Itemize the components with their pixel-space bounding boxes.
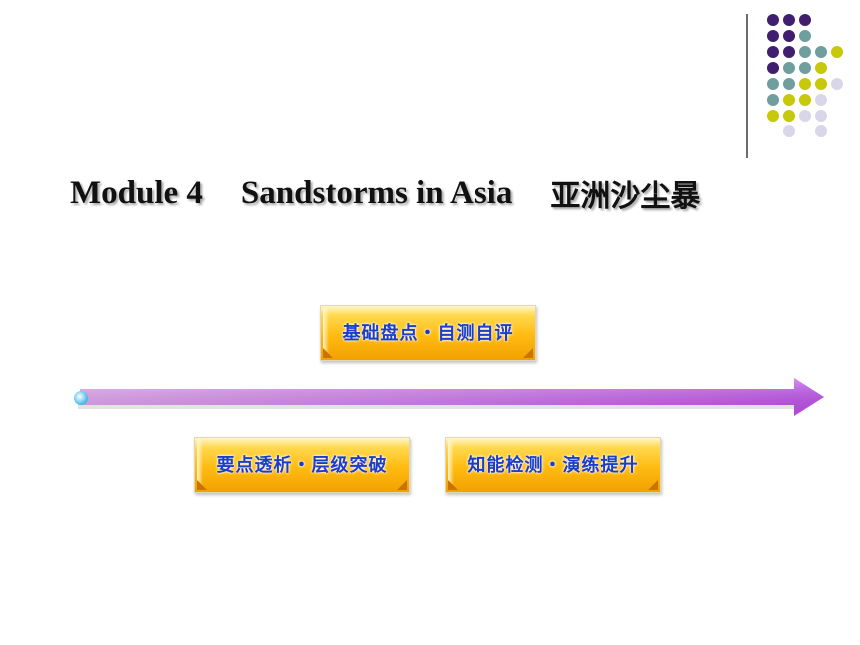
decorative-dot — [783, 46, 795, 58]
decorative-dot — [767, 30, 779, 42]
decorative-dot — [783, 78, 795, 90]
timeline-arrow — [74, 378, 824, 416]
key-points-label: 要点透析・层级突破 — [216, 455, 388, 476]
dot-grid-svg — [767, 14, 843, 137]
decorative-dot — [815, 125, 827, 137]
decorative-dot — [799, 78, 811, 90]
corner-fold-icon — [648, 480, 658, 490]
key-points-button[interactable]: 要点透析・层级突破 — [194, 437, 410, 493]
decorative-dot — [815, 94, 827, 106]
divider-line — [746, 14, 748, 158]
decorative-dot — [815, 78, 827, 90]
decorative-dot — [783, 110, 795, 122]
knowledge-check-label: 知能检测・演练提升 — [467, 455, 639, 476]
title-topic: Sandstorms in Asia — [240, 174, 513, 211]
arrow-shadow — [78, 403, 794, 409]
corner-fold-icon — [523, 348, 533, 358]
decorative-dot — [783, 62, 795, 74]
basics-review-button[interactable]: 基础盘点・自测自评 — [320, 305, 536, 361]
corner-fold-icon — [323, 348, 333, 358]
decorative-dot — [767, 62, 779, 74]
basics-review-label: 基础盘点・自测自评 — [342, 323, 514, 344]
decorative-dot — [815, 110, 827, 122]
decorative-dot — [767, 14, 779, 26]
knowledge-check-button[interactable]: 知能检测・演练提升 — [445, 437, 661, 493]
corner-fold-icon — [397, 480, 407, 490]
decorative-dot — [799, 46, 811, 58]
decorative-dot — [767, 46, 779, 58]
decorative-dot — [799, 110, 811, 122]
decorative-dot — [799, 62, 811, 74]
decorative-dot — [815, 62, 827, 74]
corner-fold-icon — [197, 480, 207, 490]
decorative-dot — [767, 78, 779, 90]
decorative-dot — [799, 30, 811, 42]
arrow-highlight — [80, 378, 824, 416]
slide-title: Module 4 Sandstorms in Asia 亚洲沙尘暴 — [70, 168, 700, 218]
decorative-dot — [831, 46, 843, 58]
arrow-start-ball-icon — [74, 391, 88, 405]
title-chinese: 亚洲沙尘暴 — [550, 179, 701, 214]
decorative-dot — [799, 14, 811, 26]
title-module: Module 4 — [70, 174, 203, 211]
decorative-dot — [783, 125, 795, 137]
decorative-dot — [783, 30, 795, 42]
decorative-dot — [783, 14, 795, 26]
decorative-dot — [815, 46, 827, 58]
decorative-dot — [783, 94, 795, 106]
decorative-dot — [767, 110, 779, 122]
decorative-dot — [767, 94, 779, 106]
decorative-dot — [799, 94, 811, 106]
decorative-dot — [831, 78, 843, 90]
corner-fold-icon — [448, 480, 458, 490]
